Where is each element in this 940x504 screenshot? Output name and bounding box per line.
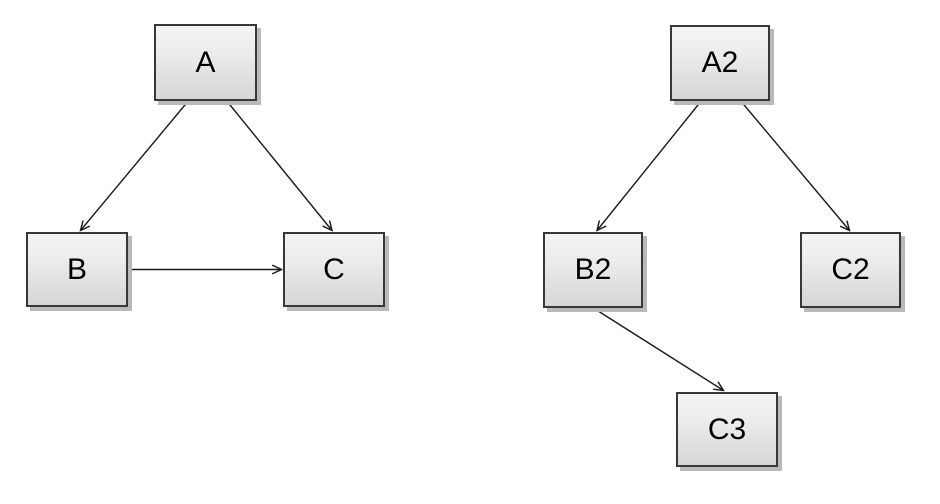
node-label-C: C [323,252,345,286]
node-A: A [154,24,257,101]
node-label-B2: B2 [574,253,612,286]
node-C2: C2 [800,232,901,308]
edge-A-to-C [227,102,332,231]
node-B: B [26,232,128,307]
node-C3: C3 [676,392,778,467]
node-label-A: A [195,45,216,79]
node-C: C [283,232,385,307]
node-label-C3: C3 [707,412,747,446]
node-A2: A2 [670,25,770,101]
edge-B2-to-C3 [594,308,724,391]
edge-A2-to-C2 [741,102,850,231]
node-label-A2: A2 [701,46,739,79]
node-label-C2: C2 [831,253,870,286]
node-label-B: B [66,252,87,286]
edge-A2-to-B2 [597,102,701,231]
node-B2: B2 [543,232,643,308]
edge-A-to-B [81,102,188,231]
